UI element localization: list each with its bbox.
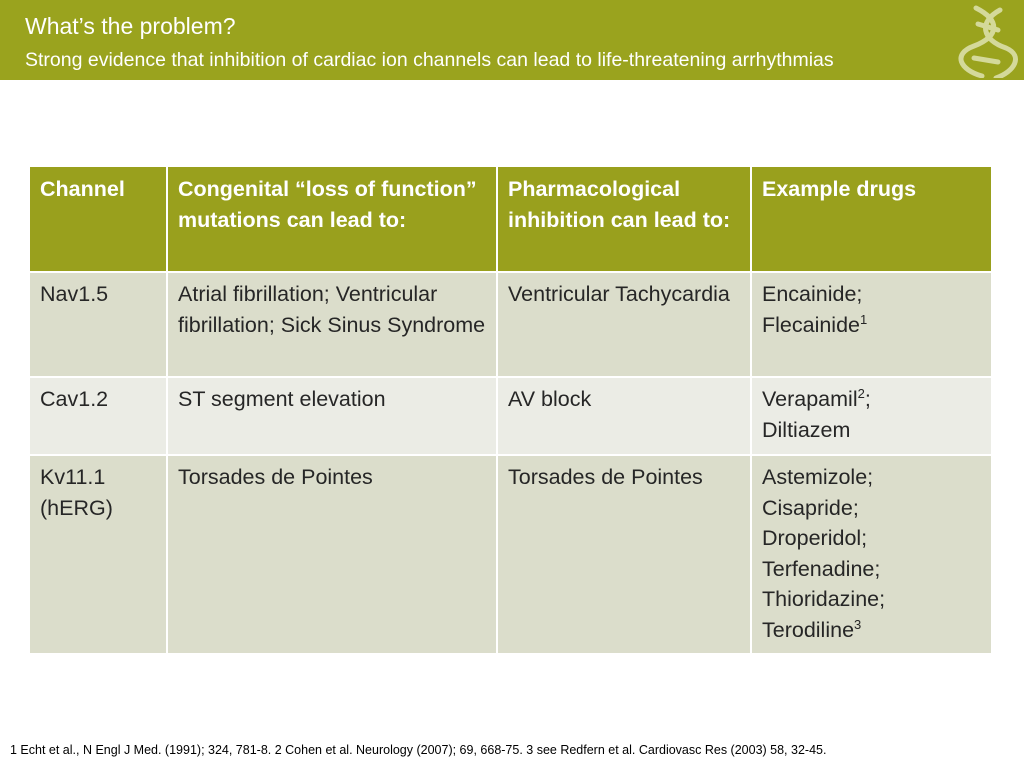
drug-name: Droperidol; [762,526,868,550]
cell-pharmacological: AV block [496,376,752,456]
drug-name: Diltiazem [762,417,851,442]
drug-name: Thioridazine; [762,587,886,611]
drug-separator: ; [864,387,871,411]
drug-item: Thioridazine; [762,584,981,615]
ion-channel-table: Channel Congenital “loss of function” mu… [28,165,993,655]
reference-superscript: 2 [857,385,865,401]
slide-subtitle: Strong evidence that inhibition of cardi… [25,49,834,71]
drug-name: Flecainide [762,312,860,337]
drug-item: Droperidol; [762,523,981,554]
drug-item: Diltiazem [762,415,981,446]
drug-name: Terfenadine; [762,556,881,581]
drug-name: Terodiline [762,617,855,642]
cell-channel: Cav1.2 [28,376,168,456]
table-header-row: Channel Congenital “loss of function” mu… [28,165,993,273]
cell-pharmacological: Ventricular Tachycardia [496,271,752,378]
drug-item: Terodiline3 [762,615,981,646]
cell-channel: Kv11.1 (hERG) [28,454,168,655]
cell-example-drugs: Encainide; Flecainide1 [750,271,993,378]
drug-item: Cisapride; [762,493,981,524]
drug-item: Terfenadine; [762,554,981,585]
header-pharmacological: Pharmacological inhibition can lead to: [496,165,752,273]
cell-congenital: Torsades de Pointes [166,454,498,655]
drug-name: Cisapride; [762,495,859,520]
reference-superscript: 3 [854,616,862,632]
drug-name: Astemizole; [762,465,874,489]
cell-example-drugs: Astemizole; Cisapride; Droperidol; Terfenad… [750,454,993,655]
slide-header: What’s the problem? Strong evidence that… [0,0,1024,80]
cell-congenital: ST segment elevation [166,376,498,456]
helix-logo-icon [958,5,1018,78]
header-example-drugs: Example drugs [750,165,993,273]
drug-name: Verapamil [762,387,858,411]
cell-example-drugs: Verapamil2;Diltiazem [750,376,993,456]
drug-item: Astemizole; [762,462,981,493]
ion-channel-table-container: Channel Congenital “loss of function” mu… [28,165,993,655]
drug-item: Verapamil2; [762,384,981,415]
footer-references: 1 Echt et al., N Engl J Med. (1991); 324… [10,743,827,757]
cell-channel: Nav1.5 [28,271,168,378]
header-channel: Channel [28,165,168,273]
slide-title: What’s the problem? [25,13,236,39]
drug-name: Encainide; [762,282,863,306]
cell-congenital: Atrial fibrillation; Ventricular fibrill… [166,271,498,378]
cell-pharmacological: Torsades de Pointes [496,454,752,655]
drug-item: Encainide; [762,279,981,310]
drug-item: Flecainide1 [762,310,981,341]
reference-superscript: 1 [860,311,868,327]
header-congenital: Congenital “loss of function” mutations … [166,165,498,273]
